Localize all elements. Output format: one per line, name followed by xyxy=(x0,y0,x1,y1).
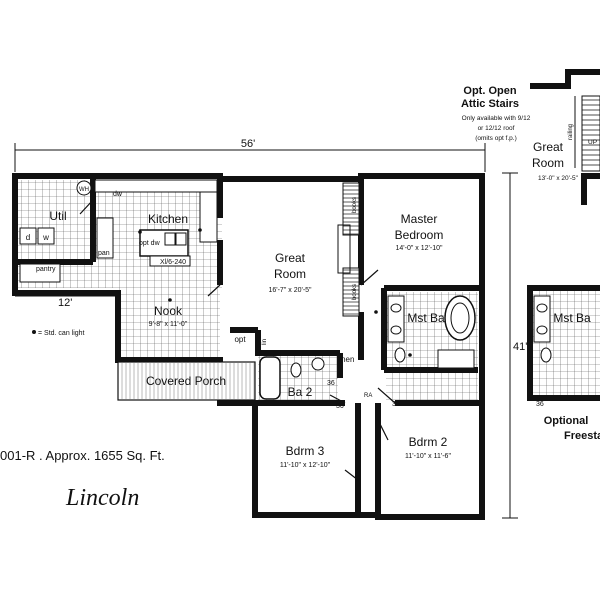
opt-label: opt xyxy=(234,335,246,344)
covered-porch-label: Covered Porch xyxy=(146,374,226,388)
dw-label: dw xyxy=(113,191,123,198)
offset-label: 12' xyxy=(58,297,72,309)
washer-icon xyxy=(37,227,55,245)
bookcases xyxy=(337,182,360,317)
master-bath-fixtures xyxy=(387,295,476,369)
kitchen-island xyxy=(139,229,189,257)
attic-great-room-1: Great xyxy=(533,140,564,154)
bath2-fixtures xyxy=(259,356,325,400)
bdrm3-label: Bdrm 3 xyxy=(286,444,325,458)
attic-railing-label: railing xyxy=(568,124,574,140)
books-label-1: books xyxy=(352,197,358,213)
room-labels: Kitchen Util pantry pan dw opt dw d w WH… xyxy=(26,187,452,469)
washer-label: w xyxy=(42,233,49,242)
bath2-toilet-icon xyxy=(290,362,302,378)
dim-36-b: 36 xyxy=(392,401,400,408)
attic-stair-up-label: UP xyxy=(588,139,597,146)
toilet-icon xyxy=(394,347,406,363)
interior-walls xyxy=(15,176,482,515)
bath2-tub-icon xyxy=(259,356,281,400)
great-room-size: 16'-7" x 20'-5" xyxy=(268,287,312,294)
master-bedroom-size: 14'-0" x 12'-10" xyxy=(396,245,443,252)
overall-depth-label: 41' xyxy=(513,341,527,353)
optional-caption-2: Freestanding xyxy=(564,430,600,442)
attic-great-room-2: Room xyxy=(532,156,564,170)
bdrm2-label: Bdrm 2 xyxy=(409,435,448,449)
covered-porch: Covered Porch xyxy=(117,361,256,401)
attic-stairs-detail: Opt. Open Attic Stairs Only available wi… xyxy=(461,69,600,205)
can-light-legend: = Std. can light xyxy=(38,330,85,337)
books-label-2: books xyxy=(352,284,358,300)
optional-mst-ba-label: Mst Ba xyxy=(553,311,591,325)
model-info: 001-R . Approx. 1655 Sq. Ft. xyxy=(0,448,165,463)
dryer-label: d xyxy=(26,233,30,242)
attic-title-2: Attic Stairs xyxy=(461,98,519,110)
can-light-legend-dot xyxy=(32,330,36,334)
garage-offset-dimension: 12' xyxy=(15,295,115,309)
range-label: Xl/6-240 xyxy=(160,259,186,266)
water-heater-icon xyxy=(76,180,92,196)
tub-icon xyxy=(444,295,476,341)
dim-36-a: 36 xyxy=(327,380,335,387)
can-lights xyxy=(32,228,412,357)
bath2-sink-icon xyxy=(311,357,325,371)
optional-caption-1: Optional xyxy=(544,415,589,427)
master-bedroom-label-1: Master xyxy=(401,212,438,226)
dim-36-c: 36 xyxy=(336,403,344,410)
attic-note-1: Only available with 9/12 xyxy=(462,115,531,122)
opt-dw-label: opt dw xyxy=(139,240,161,247)
master-bedroom-label-2: Bedroom xyxy=(395,228,444,242)
great-room-label-2: Room xyxy=(274,267,306,281)
kitchen-counters xyxy=(19,179,218,283)
overall-depth-dimension: 41' xyxy=(502,172,527,519)
optional-dim-36: 36 xyxy=(536,401,544,408)
bath2-label: Ba 2 xyxy=(288,385,313,399)
linen-label: linen xyxy=(338,355,355,364)
master-bath-label: Mst Ba xyxy=(407,311,445,325)
attic-note-2: or 12/12 roof xyxy=(478,125,515,132)
bdrm2-size: 11'-10" x 11'-6" xyxy=(405,453,451,460)
optional-bath-detail: Mst Ba 36 Optional Freestanding xyxy=(527,285,600,442)
model-name: Lincoln xyxy=(65,485,139,511)
bdrm3-size: 11'-10" x 12'-10" xyxy=(280,462,331,469)
util-label: Util xyxy=(49,209,66,223)
return-air-label: RA xyxy=(364,393,372,399)
water-heater-label: WH xyxy=(79,187,89,193)
nook-size: 9'-8" x 11'-0" xyxy=(149,321,188,328)
great-room-label-1: Great xyxy=(275,251,306,265)
attic-title-1: Opt. Open xyxy=(463,85,516,97)
overall-width-dimension: 56' xyxy=(14,138,486,172)
nook-label: Nook xyxy=(154,304,183,318)
pantry-label: pantry xyxy=(36,266,56,273)
lin-label: lin xyxy=(262,339,268,345)
attic-great-room-size: 13'-0" x 20'-5" xyxy=(538,175,579,182)
attic-note-3: (omits opt f.p.) xyxy=(475,135,517,142)
pan-label: pan xyxy=(98,250,110,257)
dryer-icon xyxy=(19,227,37,245)
kitchen-label: Kitchen xyxy=(148,212,188,226)
door-swings xyxy=(79,199,396,481)
overall-width-label: 56' xyxy=(241,138,255,150)
